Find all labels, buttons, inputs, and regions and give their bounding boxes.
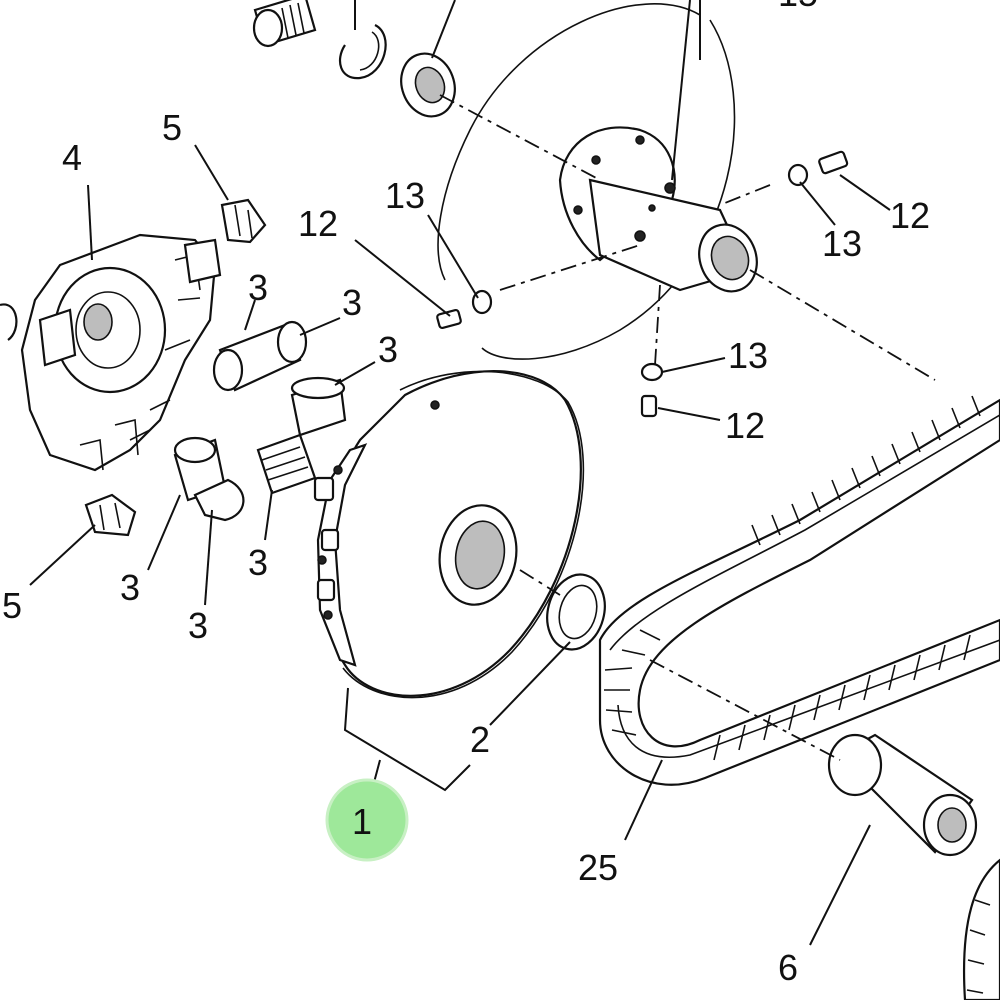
washer-13-lower bbox=[640, 362, 664, 382]
callout-12[interactable]: 12 bbox=[298, 203, 338, 244]
callout-13[interactable]: 13 bbox=[728, 335, 768, 376]
callout-4[interactable]: 4 bbox=[62, 137, 82, 178]
callout-1[interactable]: 1 bbox=[352, 801, 372, 842]
assembly-axis-lines bbox=[439, 94, 936, 761]
roller-weight-3 bbox=[256, 433, 317, 495]
callout-25[interactable]: 25 bbox=[578, 847, 618, 888]
callout-5[interactable]: 5 bbox=[162, 107, 182, 148]
callout-3[interactable]: 3 bbox=[248, 267, 268, 308]
oil-seal-2 bbox=[546, 573, 606, 651]
callout-12[interactable]: 12 bbox=[725, 405, 765, 446]
roller-weight-2 bbox=[290, 376, 347, 437]
seal-edge-left bbox=[0, 303, 18, 341]
highlight-circle bbox=[325, 778, 409, 862]
leader-lines bbox=[29, 0, 891, 946]
callout-13[interactable]: 13 bbox=[385, 175, 425, 216]
callout-3[interactable]: 3 bbox=[188, 605, 208, 646]
needle-bearing bbox=[252, 0, 317, 48]
ramp-plate bbox=[20, 233, 222, 472]
callout-12[interactable]: 12 bbox=[890, 195, 930, 236]
callout-labels: 1 2 3 3 3 3 3 3 4 5 5 6 12 12 12 13 13 1… bbox=[2, 0, 930, 988]
v-belt bbox=[598, 398, 1000, 786]
callout-6[interactable]: 6 bbox=[778, 947, 798, 988]
secondary-sheave-edge bbox=[962, 858, 1000, 1000]
belt-teeth bbox=[604, 395, 981, 761]
callout-3[interactable]: 3 bbox=[342, 282, 362, 323]
roller-weight-4 bbox=[173, 436, 245, 522]
callout-3[interactable]: 3 bbox=[120, 567, 140, 608]
primary-sliding-sheave bbox=[313, 370, 585, 699]
callout-5[interactable]: 5 bbox=[2, 585, 22, 626]
callout-3[interactable]: 3 bbox=[378, 329, 398, 370]
slider-piece-bottom bbox=[84, 493, 137, 537]
bolt-12-left bbox=[436, 308, 462, 330]
bolt-12-right bbox=[818, 150, 849, 175]
circlip bbox=[338, 24, 387, 80]
callout-3[interactable]: 3 bbox=[248, 542, 268, 583]
collar bbox=[827, 733, 978, 857]
washer-13-right bbox=[787, 163, 809, 187]
callout-15[interactable]: 15 bbox=[778, 0, 818, 14]
roller-weight-1 bbox=[212, 320, 308, 392]
slider-piece-top bbox=[220, 198, 267, 244]
callout-2[interactable]: 2 bbox=[470, 719, 490, 760]
oil-seal-top bbox=[400, 52, 456, 118]
bolt-12-lower bbox=[640, 394, 658, 418]
callout-13[interactable]: 13 bbox=[822, 223, 862, 264]
sheave-hub bbox=[588, 178, 758, 293]
